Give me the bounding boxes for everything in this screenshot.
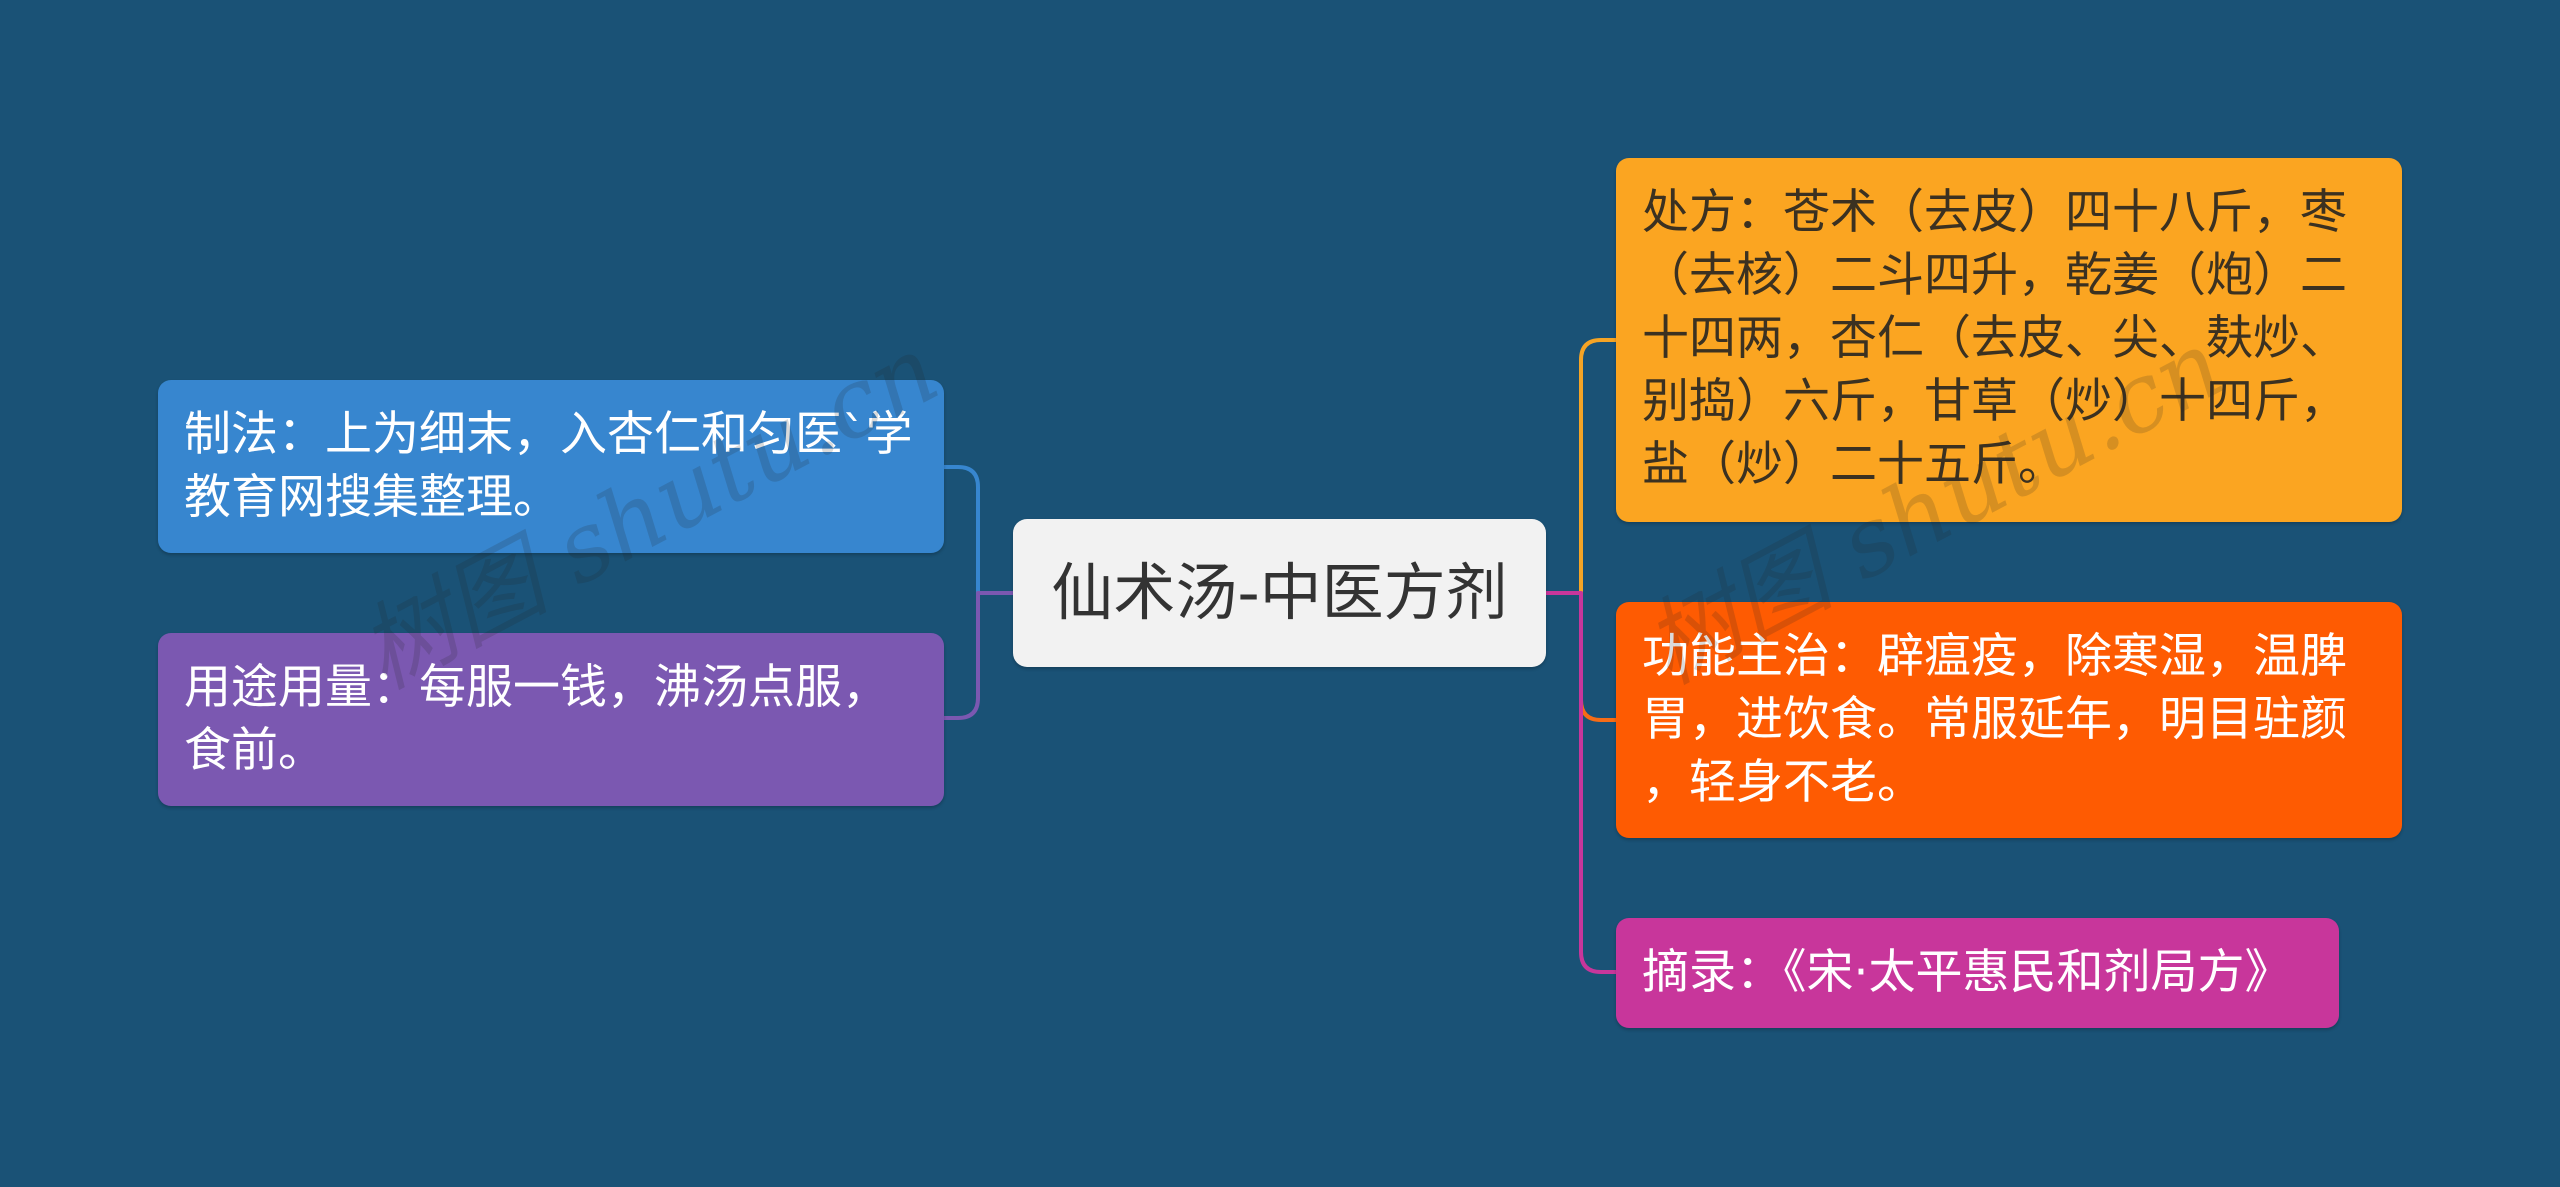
topic-text-line: （去核）二斗四升，乾姜（炮）二 [1642,248,2347,303]
connector-left-yongtu [942,591,1015,720]
root-topic[interactable]: 仙术汤-中医方剂 [1013,519,1546,667]
connector-right-gongneng [1579,591,1618,722]
topic-text-line: 制法：上为细末，入杏仁和匀医`学 [184,407,913,462]
connector-right-chufang [1579,338,1618,595]
connector-left-zhifa [942,465,980,595]
topic-text-line: 摘录：《宋·太平惠民和剂局方》 [1642,945,2292,1000]
topic-text-line: 别捣）六斤，甘草（炒）十四斤， [1642,374,2347,429]
topic-text-line: 处方：苍术（去皮）四十八斤，枣 [1642,185,2347,240]
topic-text-line: 胃，进饮食。常服延年，明目驻颜 [1642,692,2347,747]
root-topic-label: 仙术汤-中医方剂 [1051,556,1508,629]
topic-text-line: 用途用量：每服一钱，沸汤点服， [184,660,889,715]
topic-text-line: 食前。 [184,723,325,778]
topic-yongtu-yongliang[interactable]: 用途用量：每服一钱，沸汤点服， 食前。 [158,633,944,806]
topic-text-line: ，轻身不老。 [1642,755,1924,810]
topic-text-line: 教育网搜集整理。 [184,470,560,525]
topic-text-line: 十四两，杏仁（去皮、尖、麸炒、 [1642,311,2347,366]
topic-text-line: 功能主治：辟瘟疫，除寒湿，温脾 [1642,629,2347,684]
topic-gongneng-zhuzhi[interactable]: 功能主治：辟瘟疫，除寒湿，温脾 胃，进饮食。常服延年，明目驻颜 ，轻身不老。 [1616,602,2402,838]
topic-zhailu[interactable]: 摘录：《宋·太平惠民和剂局方》 [1616,918,2339,1028]
topic-text-line: 盐（炒）二十五斤。 [1642,437,2065,492]
topic-chufang[interactable]: 处方：苍术（去皮）四十八斤，枣 （去核）二斗四升，乾姜（炮）二 十四两，杏仁（去… [1616,158,2402,522]
connector-right-zhailu [1544,591,1618,974]
topic-zhifa[interactable]: 制法：上为细末，入杏仁和匀医`学 教育网搜集整理。 [158,380,944,553]
